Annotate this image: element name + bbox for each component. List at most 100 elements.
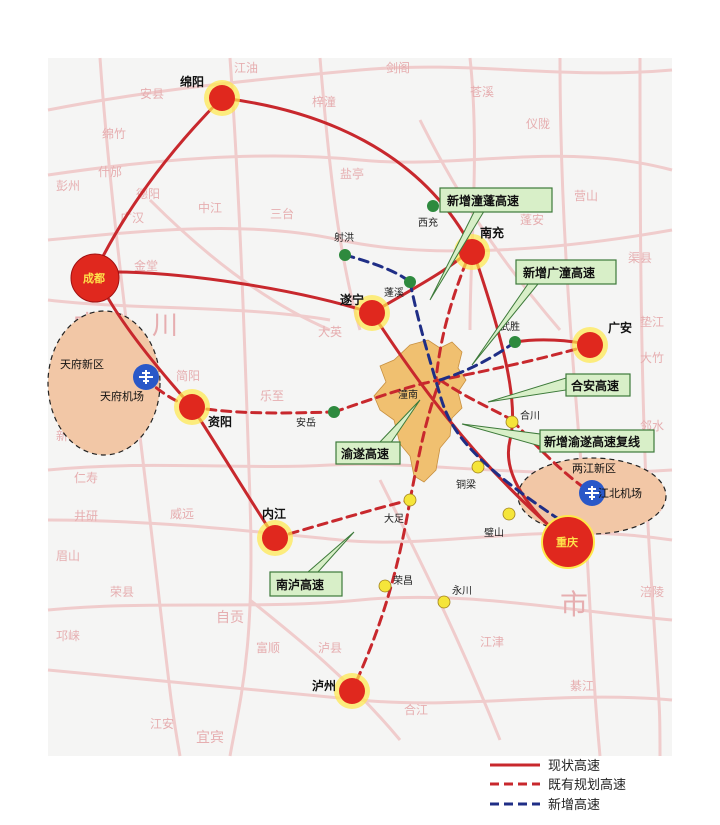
- label-nanchong: 南充: [480, 225, 504, 240]
- bg-label-jiange: 剑阁: [386, 60, 410, 75]
- legend-label-planned: 既有规划高速: [548, 777, 626, 793]
- bg-label-pengzhou: 彭州: [56, 179, 80, 193]
- bg-label-deyang: 德阳: [136, 186, 160, 201]
- callout-box: [335, 441, 401, 465]
- label-liangjiang-new-area: 两江新区: [572, 461, 616, 475]
- callout-box: [565, 373, 631, 397]
- label-rongchang: 荣昌: [393, 575, 413, 587]
- bg-label-santai: 三台: [270, 206, 294, 221]
- city-ziyang: [174, 389, 210, 425]
- airport-tianfu: [133, 364, 159, 390]
- label-jiangbei-airport: 江北机场: [598, 486, 642, 500]
- label-hechuan: 合川: [520, 409, 540, 422]
- town-dot-pengxi: [404, 276, 416, 288]
- town-dot-rongchang: [378, 579, 392, 593]
- bg-label-qijiang: 綦江: [570, 679, 594, 693]
- bg-label-jianyang: 简阳: [176, 369, 200, 383]
- airplane-icon-glyph: [585, 486, 599, 500]
- town-dot-wusheng: [509, 336, 521, 348]
- city-dot: [209, 85, 235, 111]
- bg-label-rongxian: 荣县: [110, 585, 134, 599]
- label-guangan: 广安: [608, 320, 632, 335]
- bg-label-qionglai: 邛崃: [56, 629, 80, 643]
- town-dot-tongliang: [471, 460, 485, 474]
- label-chengdu: 成都: [83, 271, 105, 285]
- hwy-mianyang-chengdu: [93, 96, 224, 274]
- bg-label-shifang: 什邡: [98, 164, 122, 179]
- callout-box: [539, 429, 655, 453]
- town-dot-hechuan: [505, 415, 519, 429]
- bg-label-shi: 市: [560, 588, 588, 621]
- callout-box: [515, 259, 617, 285]
- label-neijiang: 内江: [262, 506, 286, 521]
- city-suining: [354, 295, 390, 331]
- hwy-planned-dazu-luzhou: [350, 498, 412, 693]
- town-labels: 西充 射洪 蓬溪 武胜 安岳 潼南 合川 铜梁 璧山 大足 荣昌 永川: [296, 216, 540, 597]
- label-mianyang: 绵阳: [180, 74, 204, 89]
- callout-text: 新增广潼高速: [523, 265, 595, 280]
- label-chongqing: 重庆: [556, 535, 578, 549]
- town-dot-dazu: [403, 493, 417, 507]
- bg-label-zigong: 自贡: [216, 610, 244, 626]
- town-dot-shehong: [339, 249, 351, 261]
- label-bishan: 璧山: [484, 526, 504, 539]
- label-yongchuan: 永川: [452, 584, 472, 597]
- bg-label-luxian: 泸县: [318, 641, 342, 655]
- callout-nanlu: 南泸高速: [269, 571, 343, 597]
- bg-label-meishan: 眉山: [56, 549, 80, 563]
- label-tianfu-airport: 天府机场: [100, 389, 144, 403]
- zone-labels: 天府新区 天府机场 两江新区 江北机场: [60, 357, 642, 500]
- city-luzhou: [334, 673, 370, 709]
- bg-label-weiyuan: 威远: [170, 507, 194, 521]
- callout-text: 新增潼蓬高速: [447, 193, 519, 208]
- hwy-new-wusheng-tongnan: [438, 340, 517, 382]
- city-dot: [359, 300, 385, 326]
- bg-label-qu: 渠县: [628, 251, 652, 265]
- bg-label-zhongjiang: 中江: [198, 200, 222, 215]
- callout-text: 新增渝遂高速复线: [544, 434, 640, 449]
- town-dot-bishan: [502, 507, 516, 521]
- bg-label-pengan: 蓬安: [520, 212, 544, 227]
- bg-label-jintang: 金堂: [134, 258, 158, 273]
- town-dot-xichong: [427, 200, 439, 212]
- airplane-icon-glyph: [139, 370, 153, 384]
- city-chengdu: [70, 253, 120, 303]
- city-labels: 绵阳 成都 资阳 遂宁 南充 广安 内江 重庆 泸州: [83, 74, 632, 693]
- callout-box: [269, 571, 343, 597]
- label-dazu: 大足: [384, 512, 404, 525]
- label-anyue: 安岳: [296, 416, 316, 429]
- city-chongqing: [541, 515, 595, 569]
- bg-label-fuling: 涪陵: [640, 584, 664, 599]
- bg-label-yingshan: 营山: [574, 189, 598, 203]
- bg-label-jiangjin: 江津: [480, 635, 504, 649]
- bg-label-jiangan: 江安: [150, 716, 174, 731]
- city-dot: [262, 525, 288, 551]
- bg-label-yilong: 仪陇: [526, 116, 550, 131]
- bg-label-yanting: 盐亭: [340, 166, 364, 181]
- callout-text: 合安高速: [571, 378, 619, 393]
- city-dot: [459, 239, 485, 265]
- town-dot-yongchuan: [437, 595, 451, 609]
- hwy-planned-tongnan-hechuan: [438, 378, 514, 422]
- bg-label-jiangyou: 江油: [234, 61, 258, 75]
- callout-leaders: [306, 207, 567, 573]
- bg-label-zitong: 梓潼: [312, 94, 336, 109]
- core-area: [373, 339, 467, 483]
- airports: [133, 364, 605, 506]
- label-xichong: 西充: [418, 216, 438, 229]
- city-dot: [70, 253, 120, 303]
- bg-label-mianzhu: 绵竹: [102, 127, 126, 141]
- callout-yusui-double: 新增渝遂高速复线: [539, 429, 655, 453]
- towns: [328, 200, 521, 609]
- city-mianyang: [204, 80, 240, 116]
- legend-label-existing: 现状高速: [548, 758, 600, 774]
- callout-text: 南泸高速: [276, 577, 324, 592]
- city-dot: [179, 394, 205, 420]
- callout-hean: 合安高速: [565, 373, 631, 397]
- tianfu-new-area-zone: [47, 310, 161, 456]
- label-suining: 遂宁: [340, 292, 364, 307]
- town-dot-anyue: [328, 406, 340, 418]
- bg-label-chuan: 川: [152, 311, 178, 341]
- bg-label-jingyan: 井研: [74, 509, 98, 523]
